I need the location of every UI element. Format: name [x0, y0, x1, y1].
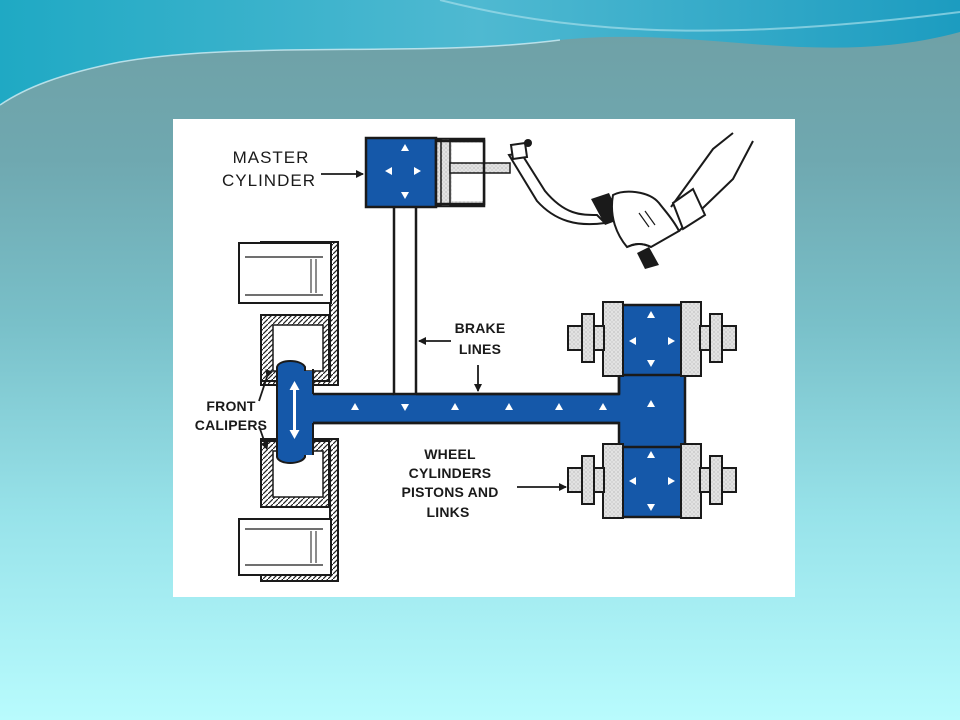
wheel-cylinders-label-line1: WHEEL — [424, 446, 476, 462]
brake-system-diagram: MASTER CYLINDER BRAKE LINES FRONT CALIPE… — [173, 119, 795, 597]
front-caliper-lower — [238, 436, 339, 582]
master-cylinder-label-line2: CYLINDER — [222, 171, 316, 190]
driver-foot-icon — [611, 132, 754, 269]
front-caliper-upper — [238, 241, 339, 390]
wheel-cylinders-label-line2: CYLINDERS — [408, 465, 492, 481]
master-cylinder — [364, 136, 511, 209]
wheel-cylinder-lower — [567, 443, 737, 519]
leader-arrows — [258, 170, 567, 491]
front-calipers-label-line2: CALIPERS — [194, 417, 268, 433]
top-wave-decoration — [0, 0, 960, 106]
flow-arrow-icon — [289, 144, 675, 511]
brake-pedal-icon — [507, 139, 621, 226]
master-cylinder-label-line1: MASTER — [232, 148, 310, 167]
brake-lines-label-line1: BRAKE — [454, 320, 506, 336]
wheel-cylinder-upper — [567, 301, 737, 377]
wheel-cylinders-label-line3: PISTONS AND — [401, 484, 499, 500]
wheel-cylinders-label-line4: LINKS — [426, 504, 470, 520]
front-calipers-label-line1: FRONT — [206, 398, 256, 414]
brake-lines-label-line2: LINES — [458, 341, 502, 357]
